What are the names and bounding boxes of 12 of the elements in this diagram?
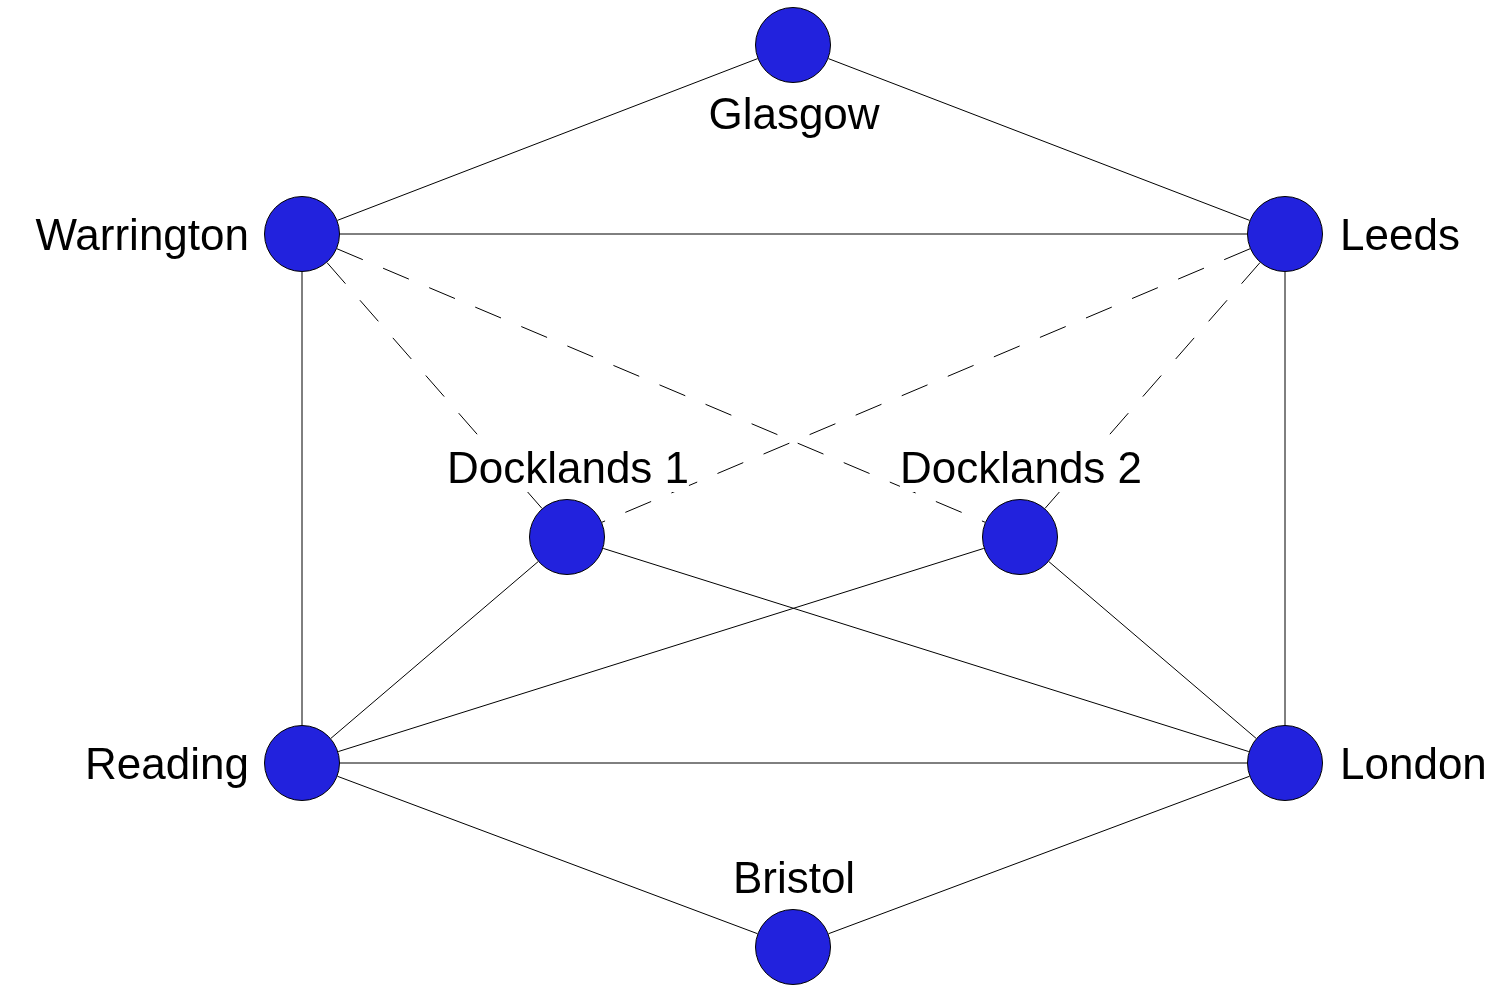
link-line <box>339 233 1248 235</box>
dashed-link-line <box>601 248 1251 523</box>
link-line <box>330 561 539 739</box>
link-line <box>337 775 758 935</box>
link-line <box>339 762 1248 764</box>
link-line <box>1284 271 1286 726</box>
link-line <box>827 58 1251 221</box>
link-line <box>1048 561 1257 739</box>
link-line <box>336 58 759 221</box>
link-line <box>828 775 1250 935</box>
link-line <box>301 271 303 726</box>
dashed-link-line <box>336 248 986 523</box>
